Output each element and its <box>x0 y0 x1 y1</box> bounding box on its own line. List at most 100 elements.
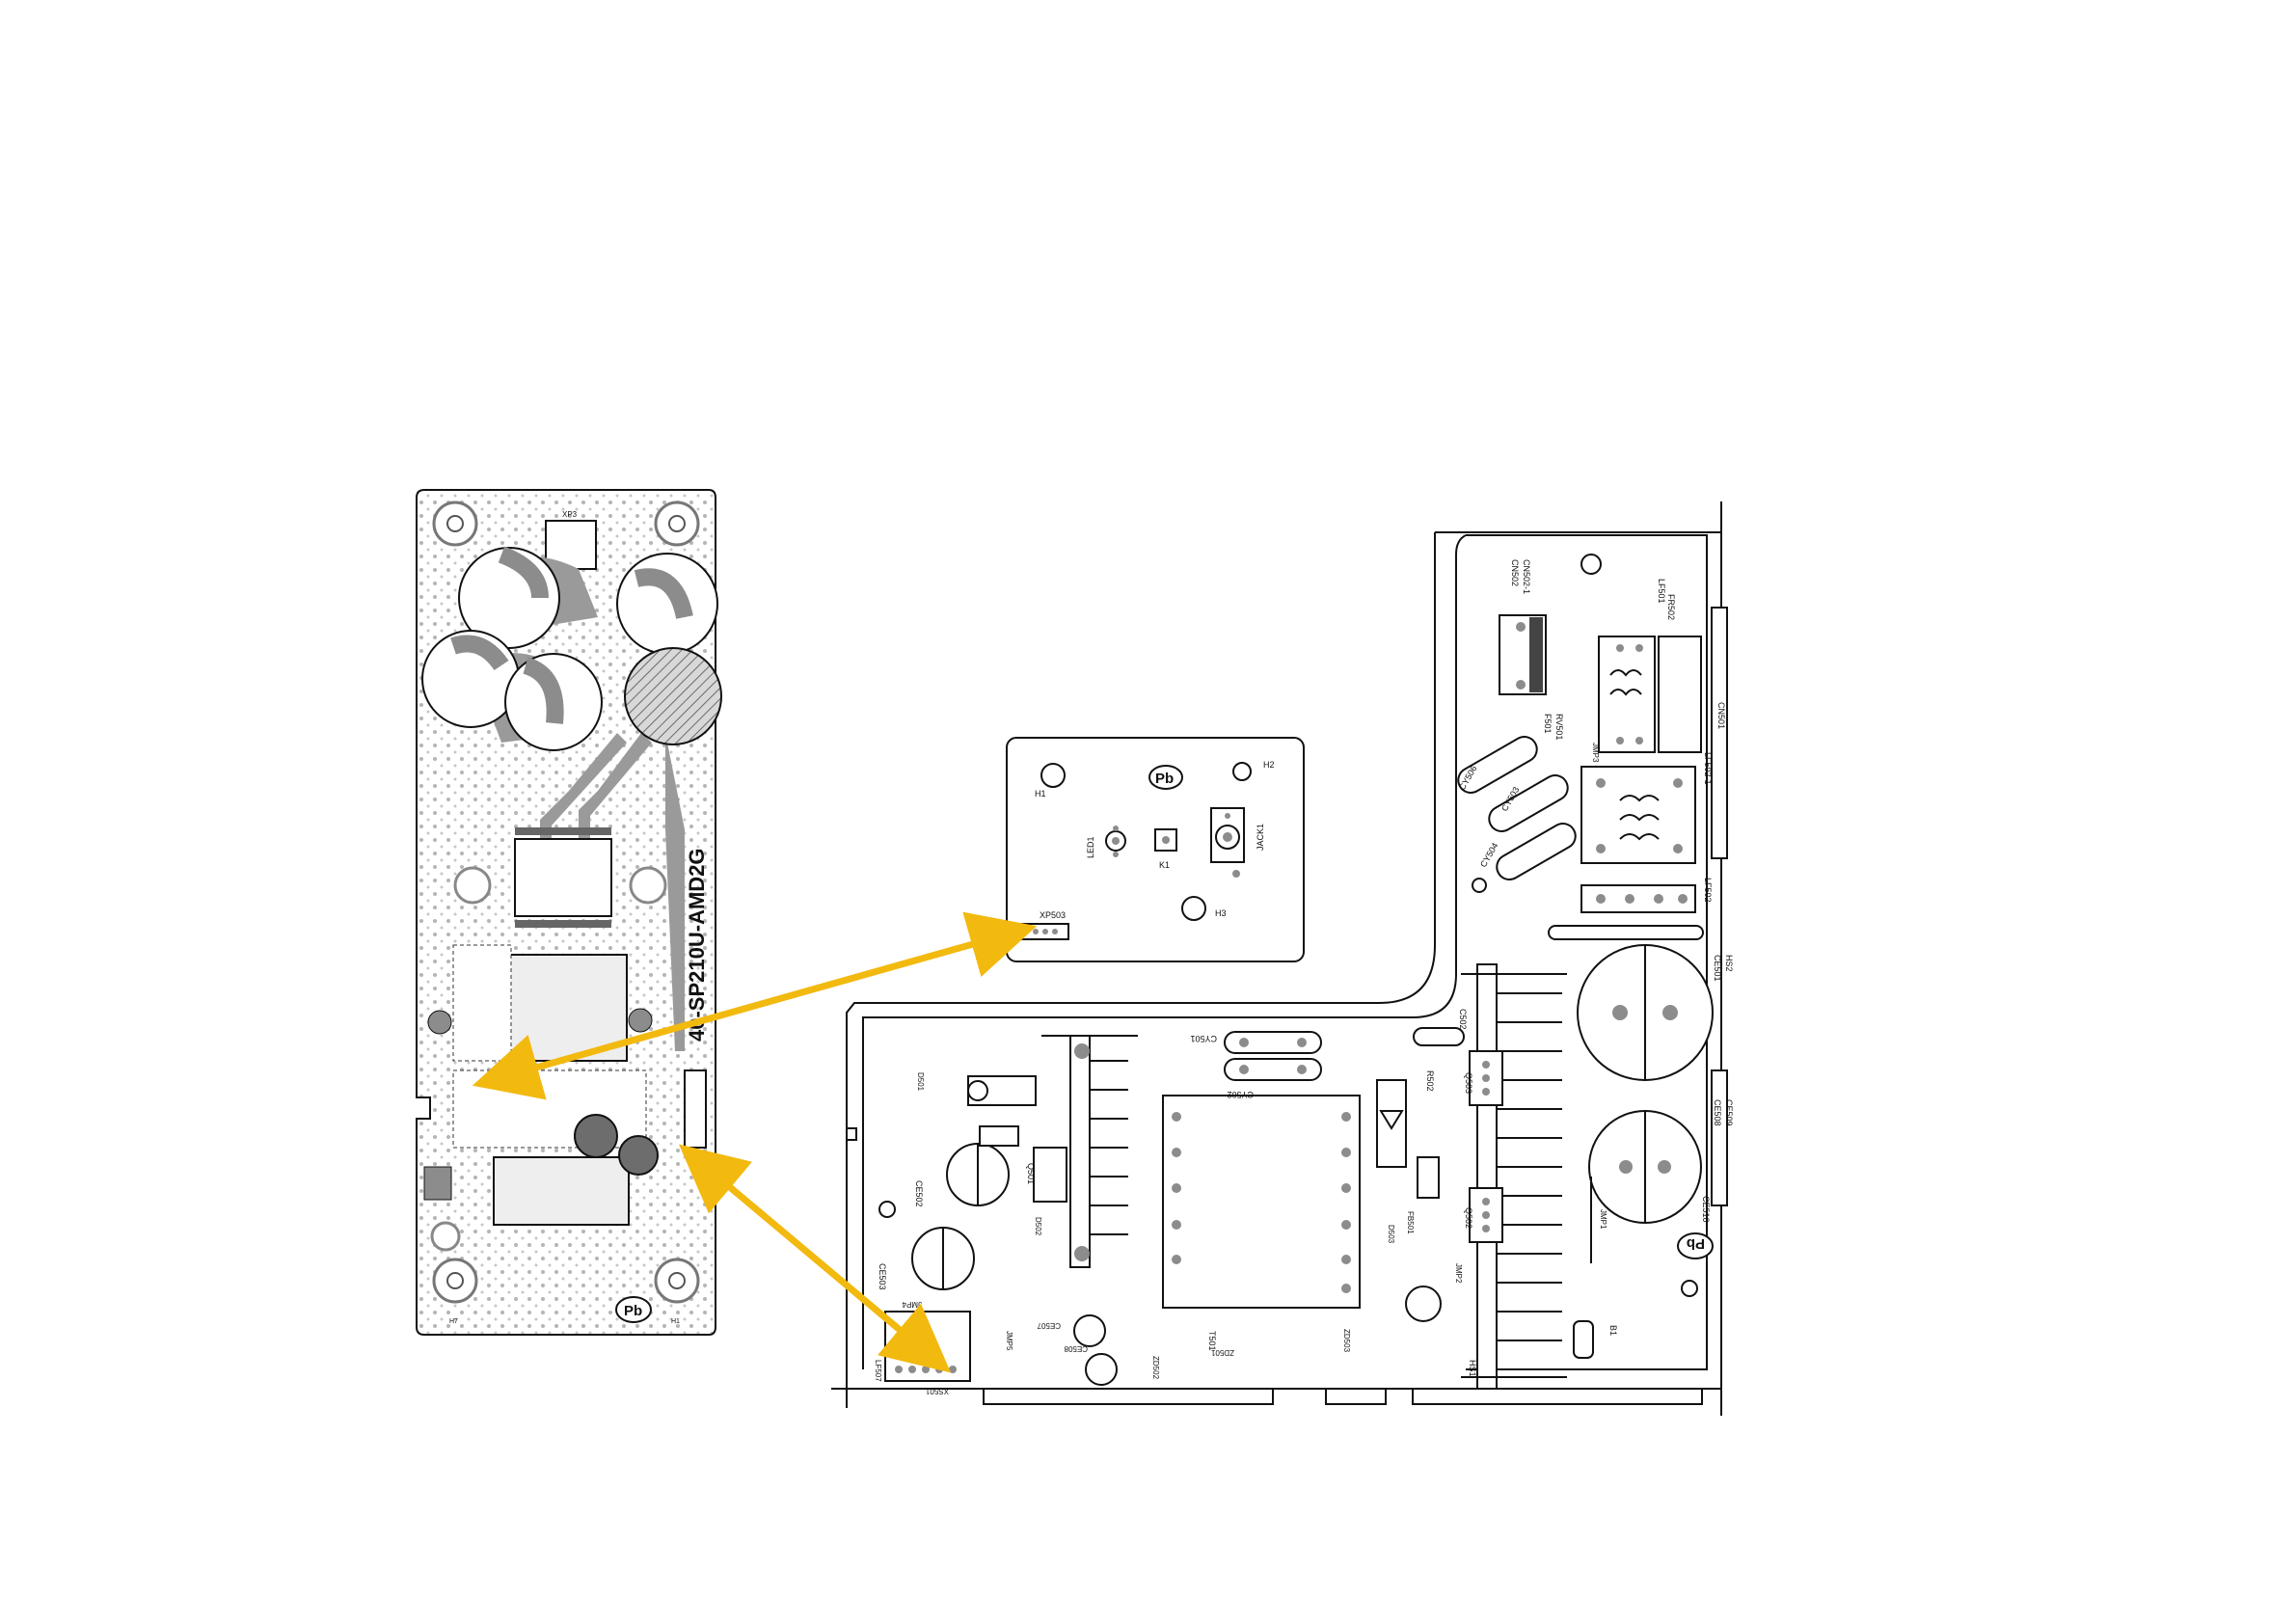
label-d502: D502 <box>1034 1217 1042 1236</box>
mounting-hole-h2 <box>1232 762 1252 781</box>
ce503-capacitor <box>911 1227 975 1290</box>
k1-switch <box>1154 828 1177 852</box>
label-bz1: B1 <box>1608 1325 1618 1336</box>
label-lf507: LF507 <box>874 1360 882 1382</box>
label-cn502: CN502 <box>1510 559 1520 586</box>
label-d503: D503 <box>1387 1225 1395 1244</box>
led1-footprint <box>1105 826 1126 857</box>
label-jack1: JACK1 <box>1256 824 1265 851</box>
label-r502: R502 <box>1425 1070 1435 1092</box>
q502-transistor <box>1469 1187 1503 1243</box>
copper-trace <box>540 733 627 839</box>
label-q503: Q503 <box>1464 1072 1473 1094</box>
jack1-footprint <box>1210 807 1245 878</box>
label-jmp1: JMP1 <box>1599 1209 1607 1230</box>
label-ce509: CE509 <box>1724 1099 1734 1126</box>
cy501-capacitor <box>1224 1031 1322 1081</box>
mounting-hole-h1 <box>1040 763 1066 788</box>
d502-diode <box>979 1125 1019 1147</box>
ic-upper-pins <box>515 827 611 835</box>
label-jmp5: JMP5 <box>1005 1331 1013 1351</box>
pb-mark: Pb <box>615 1296 652 1323</box>
label-cy501: CY501 <box>1190 1034 1217 1043</box>
label-f501: F501 <box>1543 714 1553 734</box>
label-ce508-small: CE508 <box>1064 1344 1088 1353</box>
label-h1: H1 <box>671 1318 680 1325</box>
side-connector <box>684 1069 707 1149</box>
label-jmp3: JMP3 <box>1591 743 1600 763</box>
bz1 <box>1573 1320 1594 1359</box>
label-ce508: CE508 <box>1713 1099 1722 1126</box>
connector-xp503 <box>1015 923 1069 940</box>
mounting-hole <box>432 1258 478 1304</box>
label-q501: Q501 <box>1026 1163 1036 1184</box>
d503-diode <box>1376 1079 1407 1168</box>
q503-transistor <box>1469 1050 1503 1106</box>
capacitor <box>616 553 718 655</box>
xs501-connector <box>884 1311 971 1382</box>
board-part-number: 40-SP210U-AMD2G <box>685 848 709 1042</box>
mounting-hole <box>1681 1280 1698 1297</box>
capacitor <box>421 630 520 728</box>
pad <box>1074 1246 1090 1261</box>
mounting-hole <box>453 866 492 905</box>
ce510-small-capacitor <box>1405 1286 1442 1322</box>
cn501-connector <box>1658 636 1702 753</box>
label-d501: D501 <box>916 1072 925 1092</box>
inductor <box>618 1135 659 1176</box>
label-t501: T501 <box>1207 1331 1217 1351</box>
side-component <box>423 1166 452 1201</box>
cy-capacitors <box>1457 736 1577 880</box>
heatsink-hs1 <box>1461 963 1567 1390</box>
label-hs1: HS1 <box>1468 1360 1477 1377</box>
fb501 <box>1417 1156 1440 1199</box>
power-board: CN501 F501 RV501 CN502 CN502-1 FR502 LF5… <box>831 501 1734 1416</box>
label-lf502: LF502 <box>1703 878 1713 903</box>
mounting-hole <box>878 1201 896 1218</box>
pad <box>1625 894 1634 904</box>
label-lf501: LF501 <box>1657 579 1666 604</box>
label-ce503: CE503 <box>878 1263 887 1290</box>
capacitor <box>458 546 560 649</box>
label-hs2: HS2 <box>1724 955 1734 972</box>
label-jmp2: JMP2 <box>1454 1263 1463 1284</box>
label-h7: H7 <box>449 1318 458 1325</box>
ic-upper <box>514 838 612 917</box>
side-tab <box>1711 1069 1728 1206</box>
label-rv501: RV501 <box>1554 714 1564 740</box>
label-zd502: ZD502 <box>1151 1356 1160 1380</box>
label-fr502: FR502 <box>1666 594 1676 620</box>
label-h2: H2 <box>1263 760 1275 770</box>
label-q502: Q502 <box>1464 1207 1473 1229</box>
capacitor-hatched <box>624 647 722 745</box>
mounting-hole <box>1580 554 1602 575</box>
label-zd503: ZD503 <box>1342 1329 1351 1353</box>
label-cn501: CN501 <box>1716 702 1726 729</box>
mounting-hole <box>430 1221 461 1252</box>
label-h1: H1 <box>1035 789 1046 798</box>
side-notch <box>847 1127 857 1141</box>
label-cn502-1: CN502-1 <box>1522 559 1531 594</box>
label-jmp4: JMP4 <box>902 1300 922 1309</box>
svg-text:Pb: Pb <box>1687 1235 1705 1252</box>
label-lf502-1: LF502-1 <box>1703 752 1713 785</box>
label-xp3: XP3 <box>562 510 578 519</box>
connection-arrows <box>472 911 1038 1373</box>
bottom-tab <box>1412 1388 1703 1405</box>
side-tab <box>1711 607 1728 859</box>
power-board-inner <box>862 534 1708 1370</box>
label-ce510: CE510 <box>1701 1196 1711 1223</box>
pad <box>1678 894 1688 904</box>
pad <box>1516 680 1526 690</box>
lf501-choke <box>1598 636 1656 753</box>
jumper <box>1548 925 1704 940</box>
transformer-t501 <box>1162 1095 1361 1309</box>
via-pad <box>628 1008 653 1033</box>
amp-board: XP3 40-SP210U-AMD2G Pb H <box>416 489 722 1336</box>
capacitor <box>504 653 603 751</box>
pb-mark: Pb <box>1148 765 1183 790</box>
c502-capacitor <box>1413 1027 1465 1046</box>
ic-lower <box>493 1156 630 1226</box>
via-pad <box>427 1010 452 1035</box>
